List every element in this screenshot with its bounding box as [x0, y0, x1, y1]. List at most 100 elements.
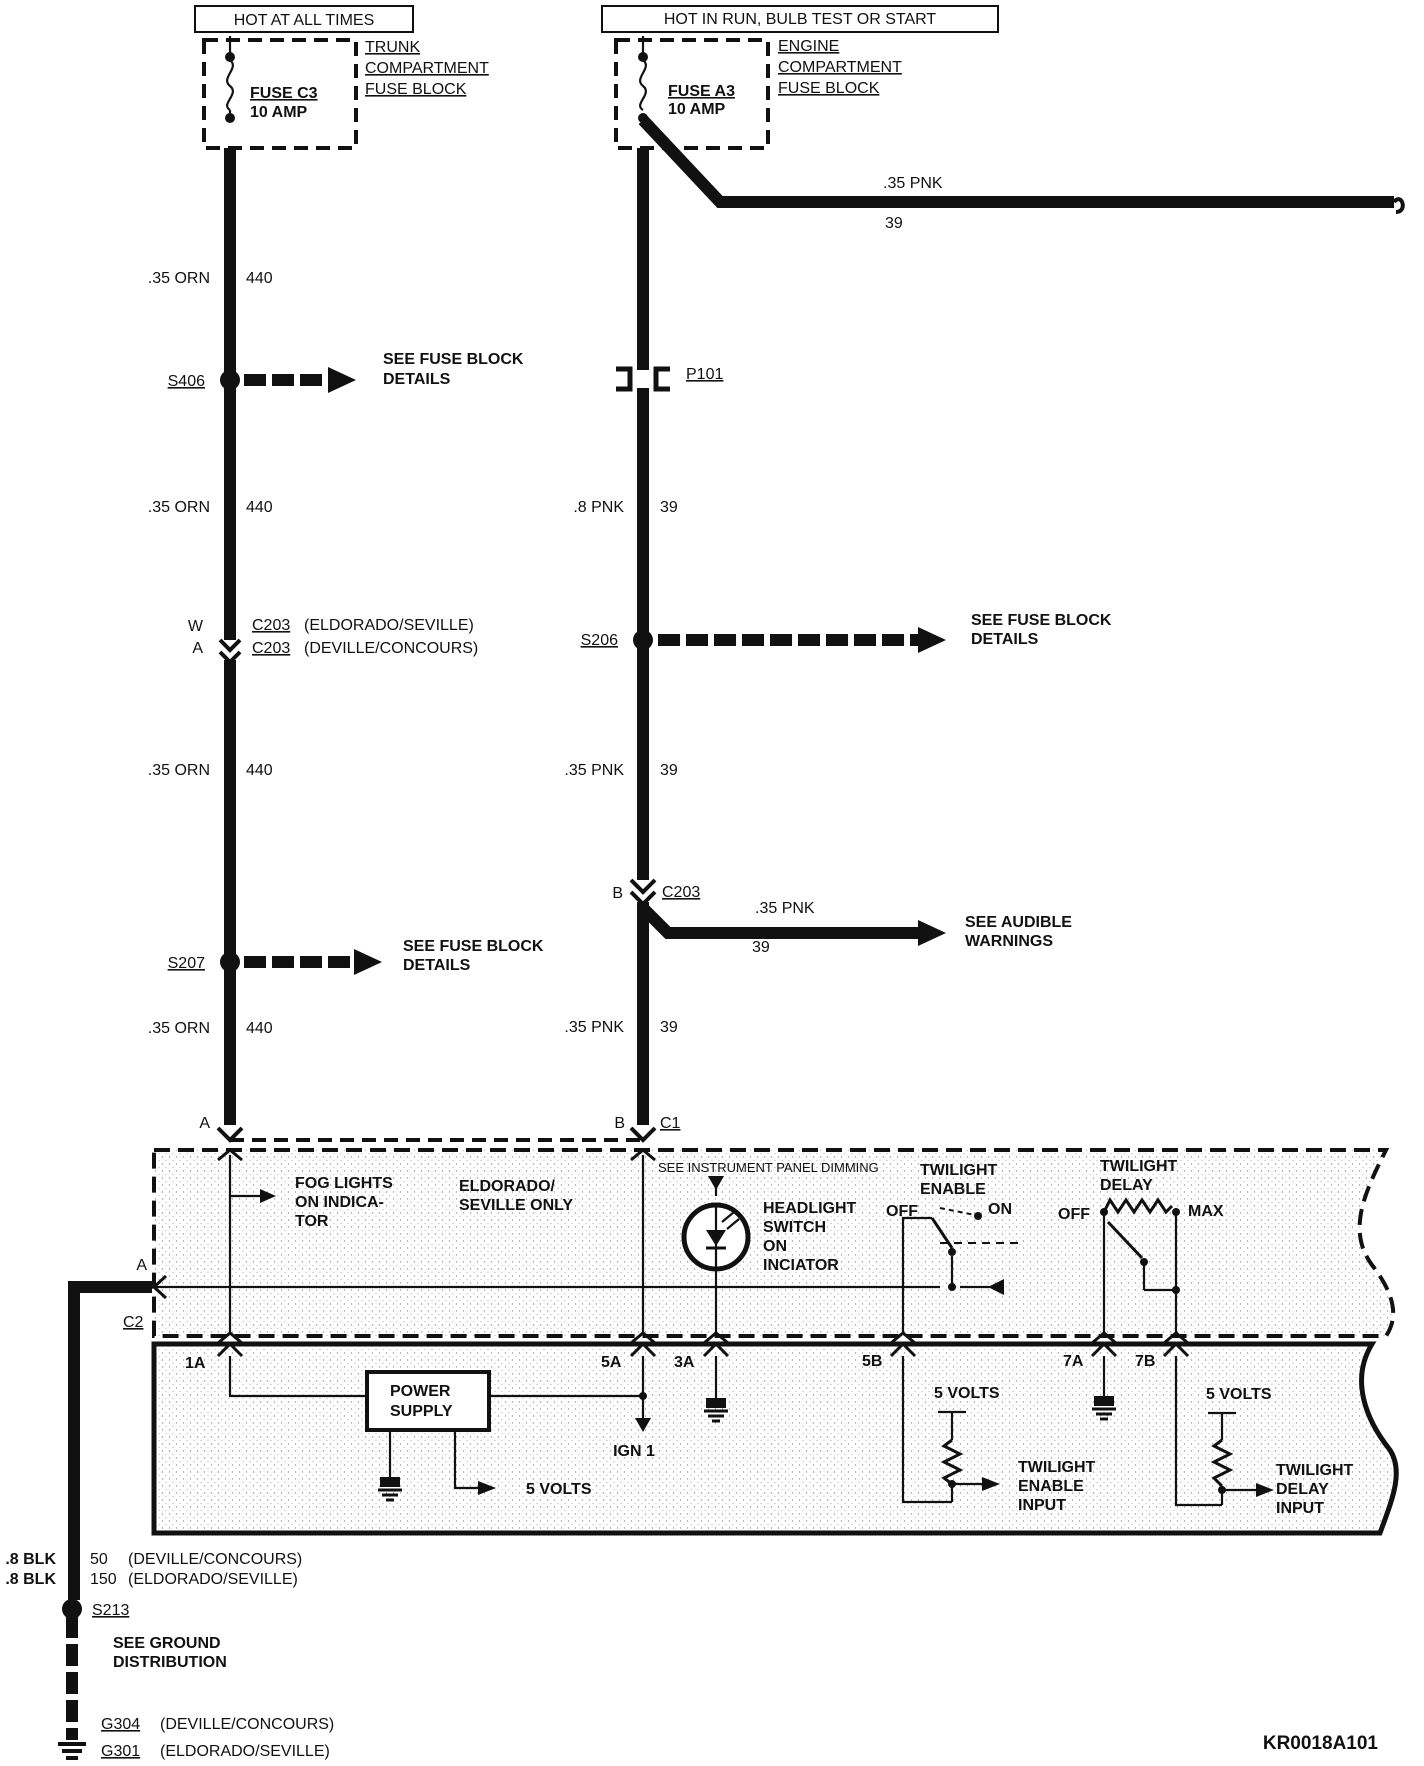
pin-3a: 3A — [674, 1354, 695, 1371]
tw-delay-in-label-1: TWILIGHT — [1276, 1462, 1354, 1479]
s206-note-2: DETAILS — [971, 631, 1039, 648]
c203-note-deville: (DEVILLE/CONCOURS) — [304, 640, 478, 657]
s207-note-1: SEE FUSE BLOCK — [403, 938, 544, 955]
twilight-delay-label-2: DELAY — [1100, 1177, 1153, 1194]
hot-at-all-times-label: HOT AT ALL TIMES — [234, 12, 375, 29]
ign1-arrow-icon — [635, 1418, 651, 1432]
g301-label: G301 — [101, 1743, 140, 1760]
audible-note-1: SEE AUDIBLE — [965, 914, 1072, 931]
ground-wire-note-2: (ELDORADO/SEVILLE) — [128, 1571, 298, 1588]
ground-wire-num-1: 50 — [90, 1551, 108, 1568]
engine-label-3: FUSE BLOCK — [778, 80, 880, 97]
pin-1a: 1A — [185, 1355, 206, 1372]
resistor-icon-2 — [1210, 1438, 1234, 1488]
fuse-a3-name: FUSE A3 — [668, 83, 735, 100]
g304-label: G304 — [101, 1716, 140, 1733]
lighting-module-box: 1A 5A 3A 5B 7A 7B POWER SUPPLY IGN 1 5 V… — [151, 1341, 1399, 1536]
right-bottom-pin: B — [614, 1115, 625, 1132]
branch2-color: .35 PNK — [755, 900, 815, 917]
wire-39-num-1: 39 — [660, 499, 678, 516]
chassis-ground-icon — [58, 1742, 86, 1760]
p101-label: P101 — [686, 366, 723, 383]
engine-label-1: ENGINE — [778, 38, 839, 55]
s406-note-2: DETAILS — [383, 371, 451, 388]
wire-39-num-2: 39 — [660, 762, 678, 779]
tw-delay-in-label-3: INPUT — [1276, 1500, 1324, 1517]
c203-b-label: C203 — [662, 884, 700, 901]
c2-label: C2 — [123, 1314, 144, 1331]
twilight-enable-switch-icon — [930, 1217, 954, 1249]
twilight-enable-off: OFF — [886, 1203, 918, 1220]
twilight-delay-max: MAX — [1188, 1203, 1224, 1220]
wire-39-color-1: .8 PNK — [573, 499, 624, 516]
twilight-delay-pot-icon — [1102, 1197, 1174, 1215]
s206-note-1: SEE FUSE BLOCK — [971, 612, 1112, 629]
splice-s213-label: S213 — [92, 1602, 129, 1619]
pin-5a: 5A — [601, 1354, 622, 1371]
wire-440-color-1: .35 ORN — [148, 270, 210, 287]
s406-note-1: SEE FUSE BLOCK — [383, 351, 524, 368]
wire-440-num-2: 440 — [246, 499, 273, 516]
pin-5b: 5B — [862, 1353, 882, 1370]
headlight-label-4: INCIATOR — [763, 1257, 839, 1274]
c203-label-deville: C203 — [252, 640, 290, 657]
branch-39-color: .35 PNK — [883, 175, 943, 192]
engine-label-2: COMPARTMENT — [778, 59, 902, 76]
tw-enable-in-label-1: TWILIGHT — [1018, 1459, 1096, 1476]
splice-s206-dot — [633, 630, 653, 650]
ground-note-1: SEE GROUND — [113, 1635, 221, 1652]
wire-440-num-1: 440 — [246, 270, 273, 287]
c2-pin-a: A — [136, 1257, 147, 1274]
twilight-enable-label-1: TWILIGHT — [920, 1162, 998, 1179]
c203-label-eldo: C203 — [252, 617, 290, 634]
ground-icon-7a — [1092, 1396, 1116, 1421]
engine-fuse-block: FUSE A3 10 AMP ENGINE COMPARTMENT FUSE B… — [614, 36, 902, 150]
branch-39-num: 39 — [885, 215, 903, 232]
figure-id: KR0018A101 — [1263, 1733, 1379, 1754]
c203-note-eldo: (ELDORADO/SEVILLE) — [304, 617, 474, 634]
ground-circuit: .8 BLK 50 (DEVILLE/CONCOURS) .8 BLK 150 … — [5, 1281, 334, 1760]
splice-s406-label: S406 — [168, 373, 205, 390]
trunk-fuse-block: FUSE C3 10 AMP TRUNK COMPARTMENT FUSE BL… — [202, 36, 489, 150]
c203-pin-a: A — [192, 640, 203, 657]
power-supply-box — [365, 1370, 491, 1432]
power-supply-label-2: SUPPLY — [390, 1403, 453, 1420]
tw-enable-in-label-2: ENABLE — [1018, 1478, 1084, 1495]
splice-s213-dot — [62, 1599, 82, 1619]
headlight-label-3: ON — [763, 1238, 787, 1255]
fog-label-3: TOR — [295, 1213, 329, 1230]
eldo-label-1: ELDORADO/ — [459, 1178, 556, 1195]
audible-arrow-head — [918, 920, 946, 946]
hot-in-run-box: HOT IN RUN, BULB TEST OR START — [601, 5, 999, 33]
hot-in-run-label: HOT IN RUN, BULB TEST OR START — [664, 11, 937, 28]
fuse-c3-rating: 10 AMP — [250, 104, 308, 121]
trunk-label-2: COMPARTMENT — [365, 60, 489, 77]
right-circuit: .35 PNK 39 P101 .8 PNK 39 S206 SEE FUSE … — [564, 115, 1405, 1143]
fuse-a3-rating: 10 AMP — [668, 101, 726, 118]
ground-note-2: DISTRIBUTION — [113, 1654, 227, 1671]
five-volts-out-label: 5 VOLTS — [526, 1481, 592, 1498]
wire-440-num-3: 440 — [246, 762, 273, 779]
eldo-label-2: SEVILLE ONLY — [459, 1197, 573, 1214]
ground-icon — [378, 1477, 402, 1502]
c203-pin-w: W — [188, 618, 204, 635]
s406-arrow-head — [328, 367, 356, 393]
ground-wire-color-2: .8 BLK — [5, 1571, 56, 1588]
twilight-delay-off: OFF — [1058, 1206, 1090, 1223]
branch2-num: 39 — [752, 939, 770, 956]
twilight-enable-label-2: ENABLE — [920, 1181, 986, 1198]
wire-39-color-3: .35 PNK — [564, 1019, 624, 1036]
pin-7a: 7A — [1063, 1353, 1084, 1370]
wire-440-color-2: .35 ORN — [148, 499, 210, 516]
power-supply-label-1: POWER — [390, 1383, 451, 1400]
fog-label-2: ON INDICA- — [295, 1194, 384, 1211]
ground-wire-color-1: .8 BLK — [5, 1551, 56, 1568]
twilight-enable-on: ON — [988, 1201, 1012, 1218]
s207-note-2: DETAILS — [403, 957, 471, 974]
c203-b-pin: B — [612, 885, 623, 902]
pin-7b: 7B — [1135, 1353, 1155, 1370]
p101-left-bracket — [616, 366, 633, 392]
g304-note: (DEVILLE/CONCOURS) — [160, 1716, 334, 1733]
dimming-note: SEE INSTRUMENT PANEL DIMMING — [658, 1160, 879, 1175]
